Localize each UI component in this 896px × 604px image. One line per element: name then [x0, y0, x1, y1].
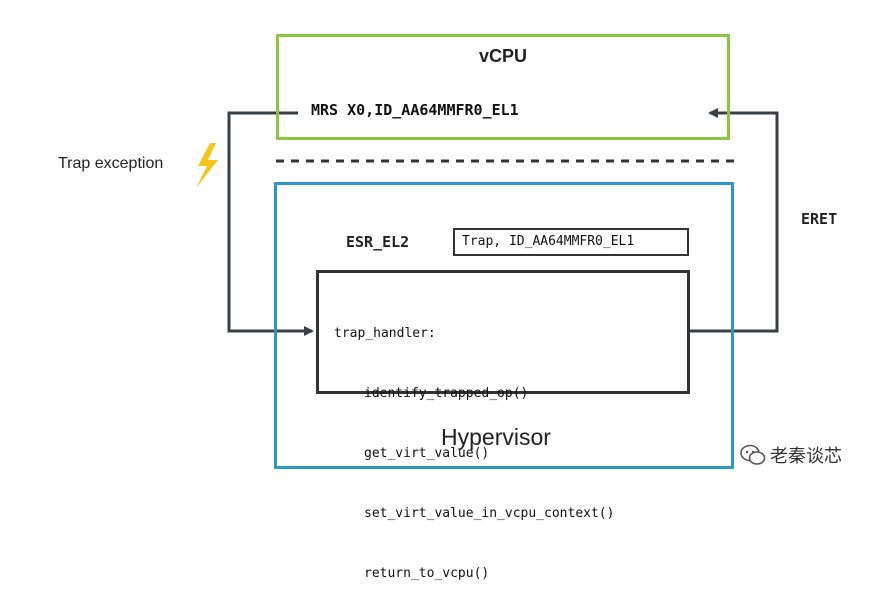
mrs-instruction: MRS X0,ID_AA64MMFR0_EL1 [311, 101, 519, 119]
hypervisor-box [274, 182, 734, 469]
trap-exception-label: Trap exception [58, 155, 164, 172]
esr-value-box [453, 228, 689, 256]
handler-line-return: return_to_vcpu() [364, 566, 490, 581]
trap-arrow [227, 111, 314, 336]
lightning-bolt-icon [196, 143, 218, 188]
vcpu-title: vCPU [479, 46, 528, 66]
eret-label: ERET [801, 210, 838, 228]
vcpu-box [276, 34, 730, 140]
handler-line-name: trap_handler: [334, 326, 436, 341]
trap-handler-box [316, 270, 690, 394]
watermark: 老秦谈芯 [740, 442, 842, 468]
esr-value: Trap, ID_AA64MMFR0_EL1 [462, 234, 635, 249]
hypervisor-title: Hypervisor [441, 424, 551, 450]
handler-line-get-value: get_virt_value() [364, 446, 490, 461]
wechat-icon [740, 444, 766, 465]
handler-line-set-value: set_virt_value_in_vcpu_context() [364, 506, 615, 521]
watermark-text: 老秦谈芯 [770, 446, 842, 466]
esr-el2-label: ESR_EL2 [346, 233, 410, 251]
handler-line-identify: identify_trapped_op() [364, 386, 529, 401]
